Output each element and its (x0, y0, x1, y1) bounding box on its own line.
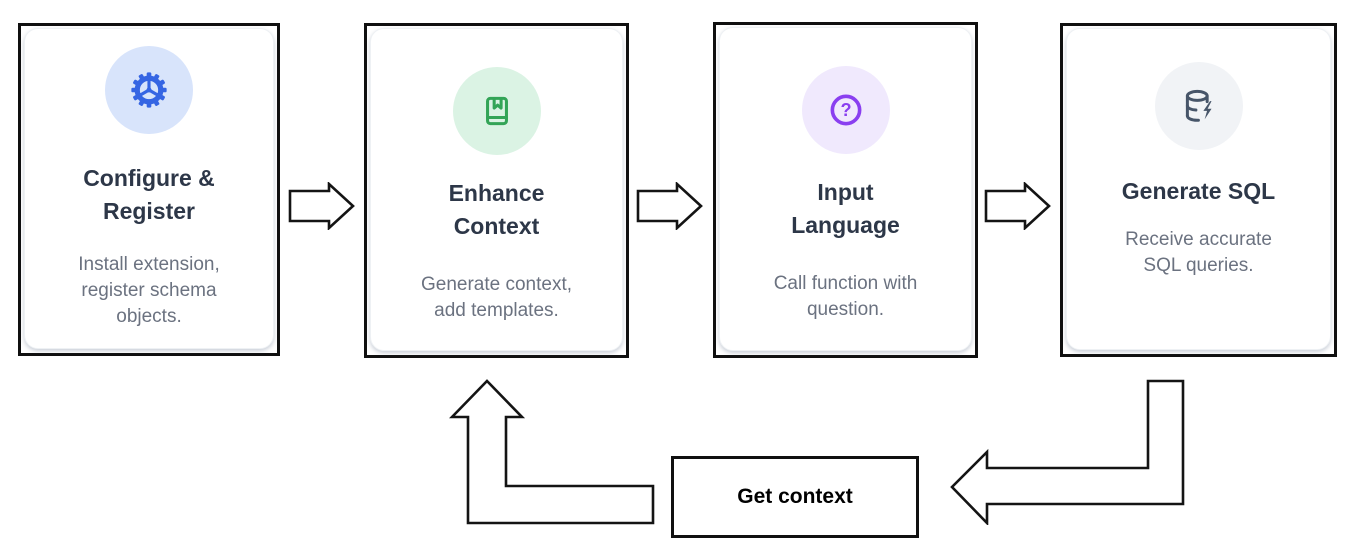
question-circle-icon: ? (830, 94, 861, 126)
step-card-configure-register: Configure & Register Install extension, … (18, 23, 280, 356)
flow-arrow-right-2 (636, 182, 703, 230)
step-card-input-language: ? Input Language Call function with ques… (713, 22, 978, 358)
step-description: Call function with question. (773, 273, 918, 320)
flow-arrow-right-1 (288, 182, 355, 230)
step-title: Generate SQL (1121, 178, 1276, 204)
loop-arrow-left (950, 379, 1185, 525)
book-icon-badge (452, 67, 541, 155)
step-title: Configure & Register (83, 165, 215, 224)
database-zap-icon (1185, 89, 1212, 122)
loop-arrow-up (449, 379, 655, 525)
database-icon-badge (1154, 62, 1243, 150)
step-card-inner: Configure & Register Install extension, … (24, 28, 274, 349)
svg-text:?: ? (840, 100, 851, 120)
step-card-generate-sql: Generate SQL Receive accurate SQL querie… (1060, 23, 1337, 357)
get-context-label: Get context (737, 485, 853, 508)
step-card-inner: Enhance Context Generate context, add te… (370, 28, 623, 351)
flow-arrow-right-3 (984, 182, 1051, 230)
book-bookmark-icon (485, 96, 508, 126)
gear-icon (131, 72, 167, 108)
get-context-box: Get context (671, 456, 919, 538)
step-description: Install extension, register schema objec… (78, 254, 220, 327)
gear-icon-badge (105, 46, 193, 134)
step-card-inner: ? Input Language Call function with ques… (719, 27, 972, 351)
step-description: Generate context, add templates. (420, 274, 573, 321)
step-card-inner: Generate SQL Receive accurate SQL querie… (1066, 28, 1331, 350)
step-title: Input Language (791, 179, 900, 238)
step-title: Enhance Context (448, 180, 545, 239)
step-description: Receive accurate SQL queries. (1125, 229, 1272, 276)
step-card-enhance-context: Enhance Context Generate context, add te… (364, 23, 629, 358)
question-icon-badge: ? (801, 66, 890, 154)
